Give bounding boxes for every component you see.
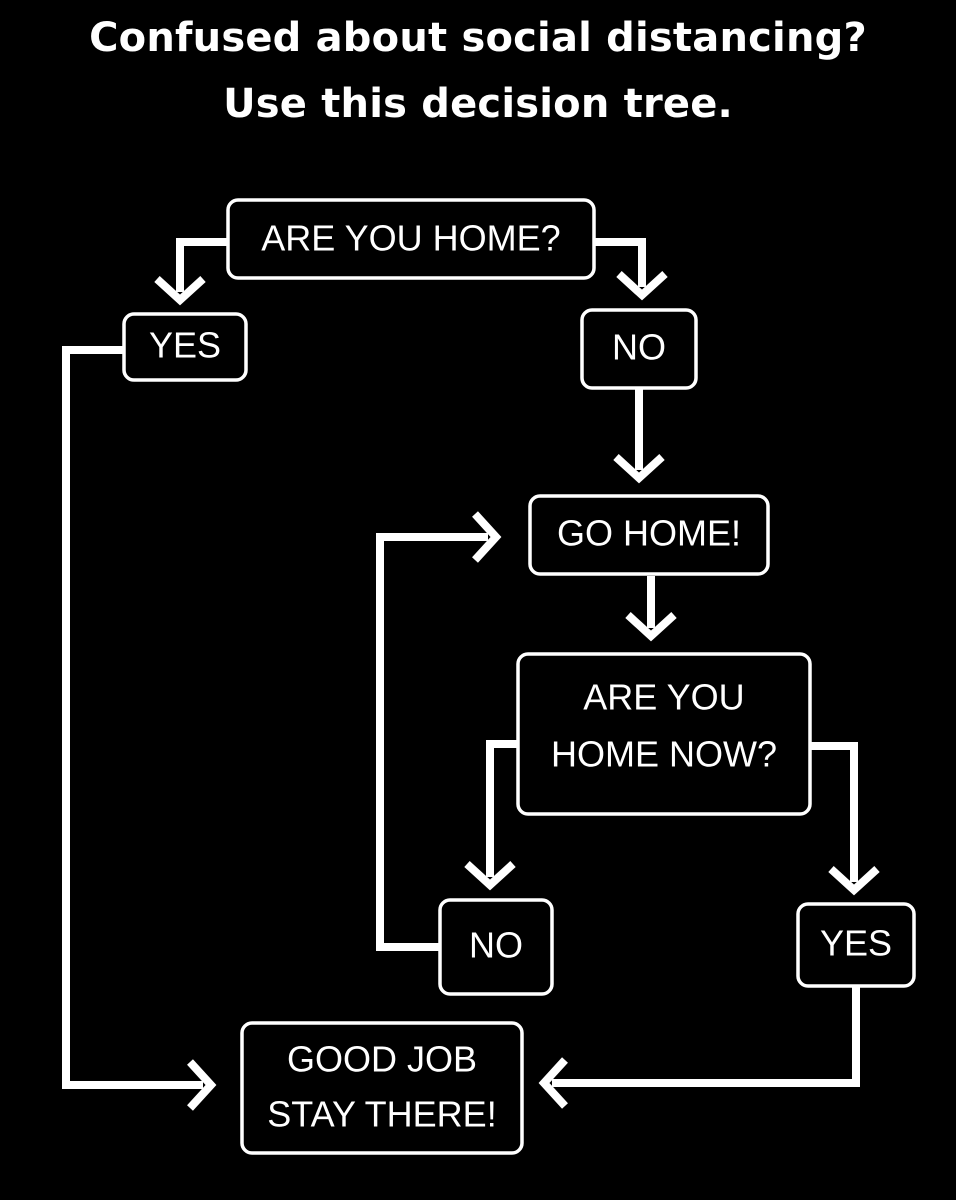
arrowhead-left-icon (538, 1057, 568, 1109)
edges (62, 238, 880, 1111)
node-go-home: GO HOME! (528, 494, 770, 576)
page-title-line-1: Confused about social distancing? (89, 15, 867, 61)
arrowhead-down-icon (613, 454, 665, 484)
node-label: ARE YOU HOME? (261, 218, 560, 259)
node-label: YES (149, 325, 221, 366)
arrowhead-down-icon (828, 866, 880, 896)
page-title-line-2: Use this decision tree. (223, 81, 733, 127)
node-label-line-2: STAY THERE! (267, 1094, 496, 1135)
edge-no-to-go-home-loop (376, 533, 488, 951)
arrowhead-down-icon (154, 276, 206, 306)
node-label-line-1: ARE YOU (583, 677, 744, 718)
node-label-line-2: HOME NOW? (551, 734, 777, 775)
node-yes-2: YES (796, 902, 916, 988)
arrowhead-right-icon (187, 1059, 217, 1111)
node-are-you-home: ARE YOU HOME? (226, 198, 596, 280)
node-good-job: GOOD JOB STAY THERE! (240, 1021, 524, 1155)
node-are-you-home-now: ARE YOU HOME NOW? (516, 652, 812, 816)
edge-home-to-yes (176, 238, 228, 292)
edge-question-to-no (486, 740, 518, 877)
node-no-1: NO (580, 308, 698, 390)
arrowhead-right-icon (472, 511, 502, 563)
node-yes-1: YES (122, 312, 248, 382)
node-label: GO HOME! (557, 513, 741, 554)
edge-question-to-yes (810, 742, 858, 882)
node-label: NO (469, 925, 523, 966)
node-label: YES (820, 923, 892, 964)
node-label: NO (612, 327, 666, 368)
node-no-2: NO (438, 898, 554, 996)
edge-yes-to-good-job-right (552, 985, 860, 1087)
node-label-line-1: GOOD JOB (287, 1039, 477, 1080)
arrowhead-down-icon (464, 861, 516, 891)
edge-home-to-no (594, 238, 646, 287)
edge-yes-to-good-job (62, 346, 203, 1089)
arrowhead-down-icon (625, 612, 677, 642)
arrowhead-down-icon (616, 271, 668, 301)
